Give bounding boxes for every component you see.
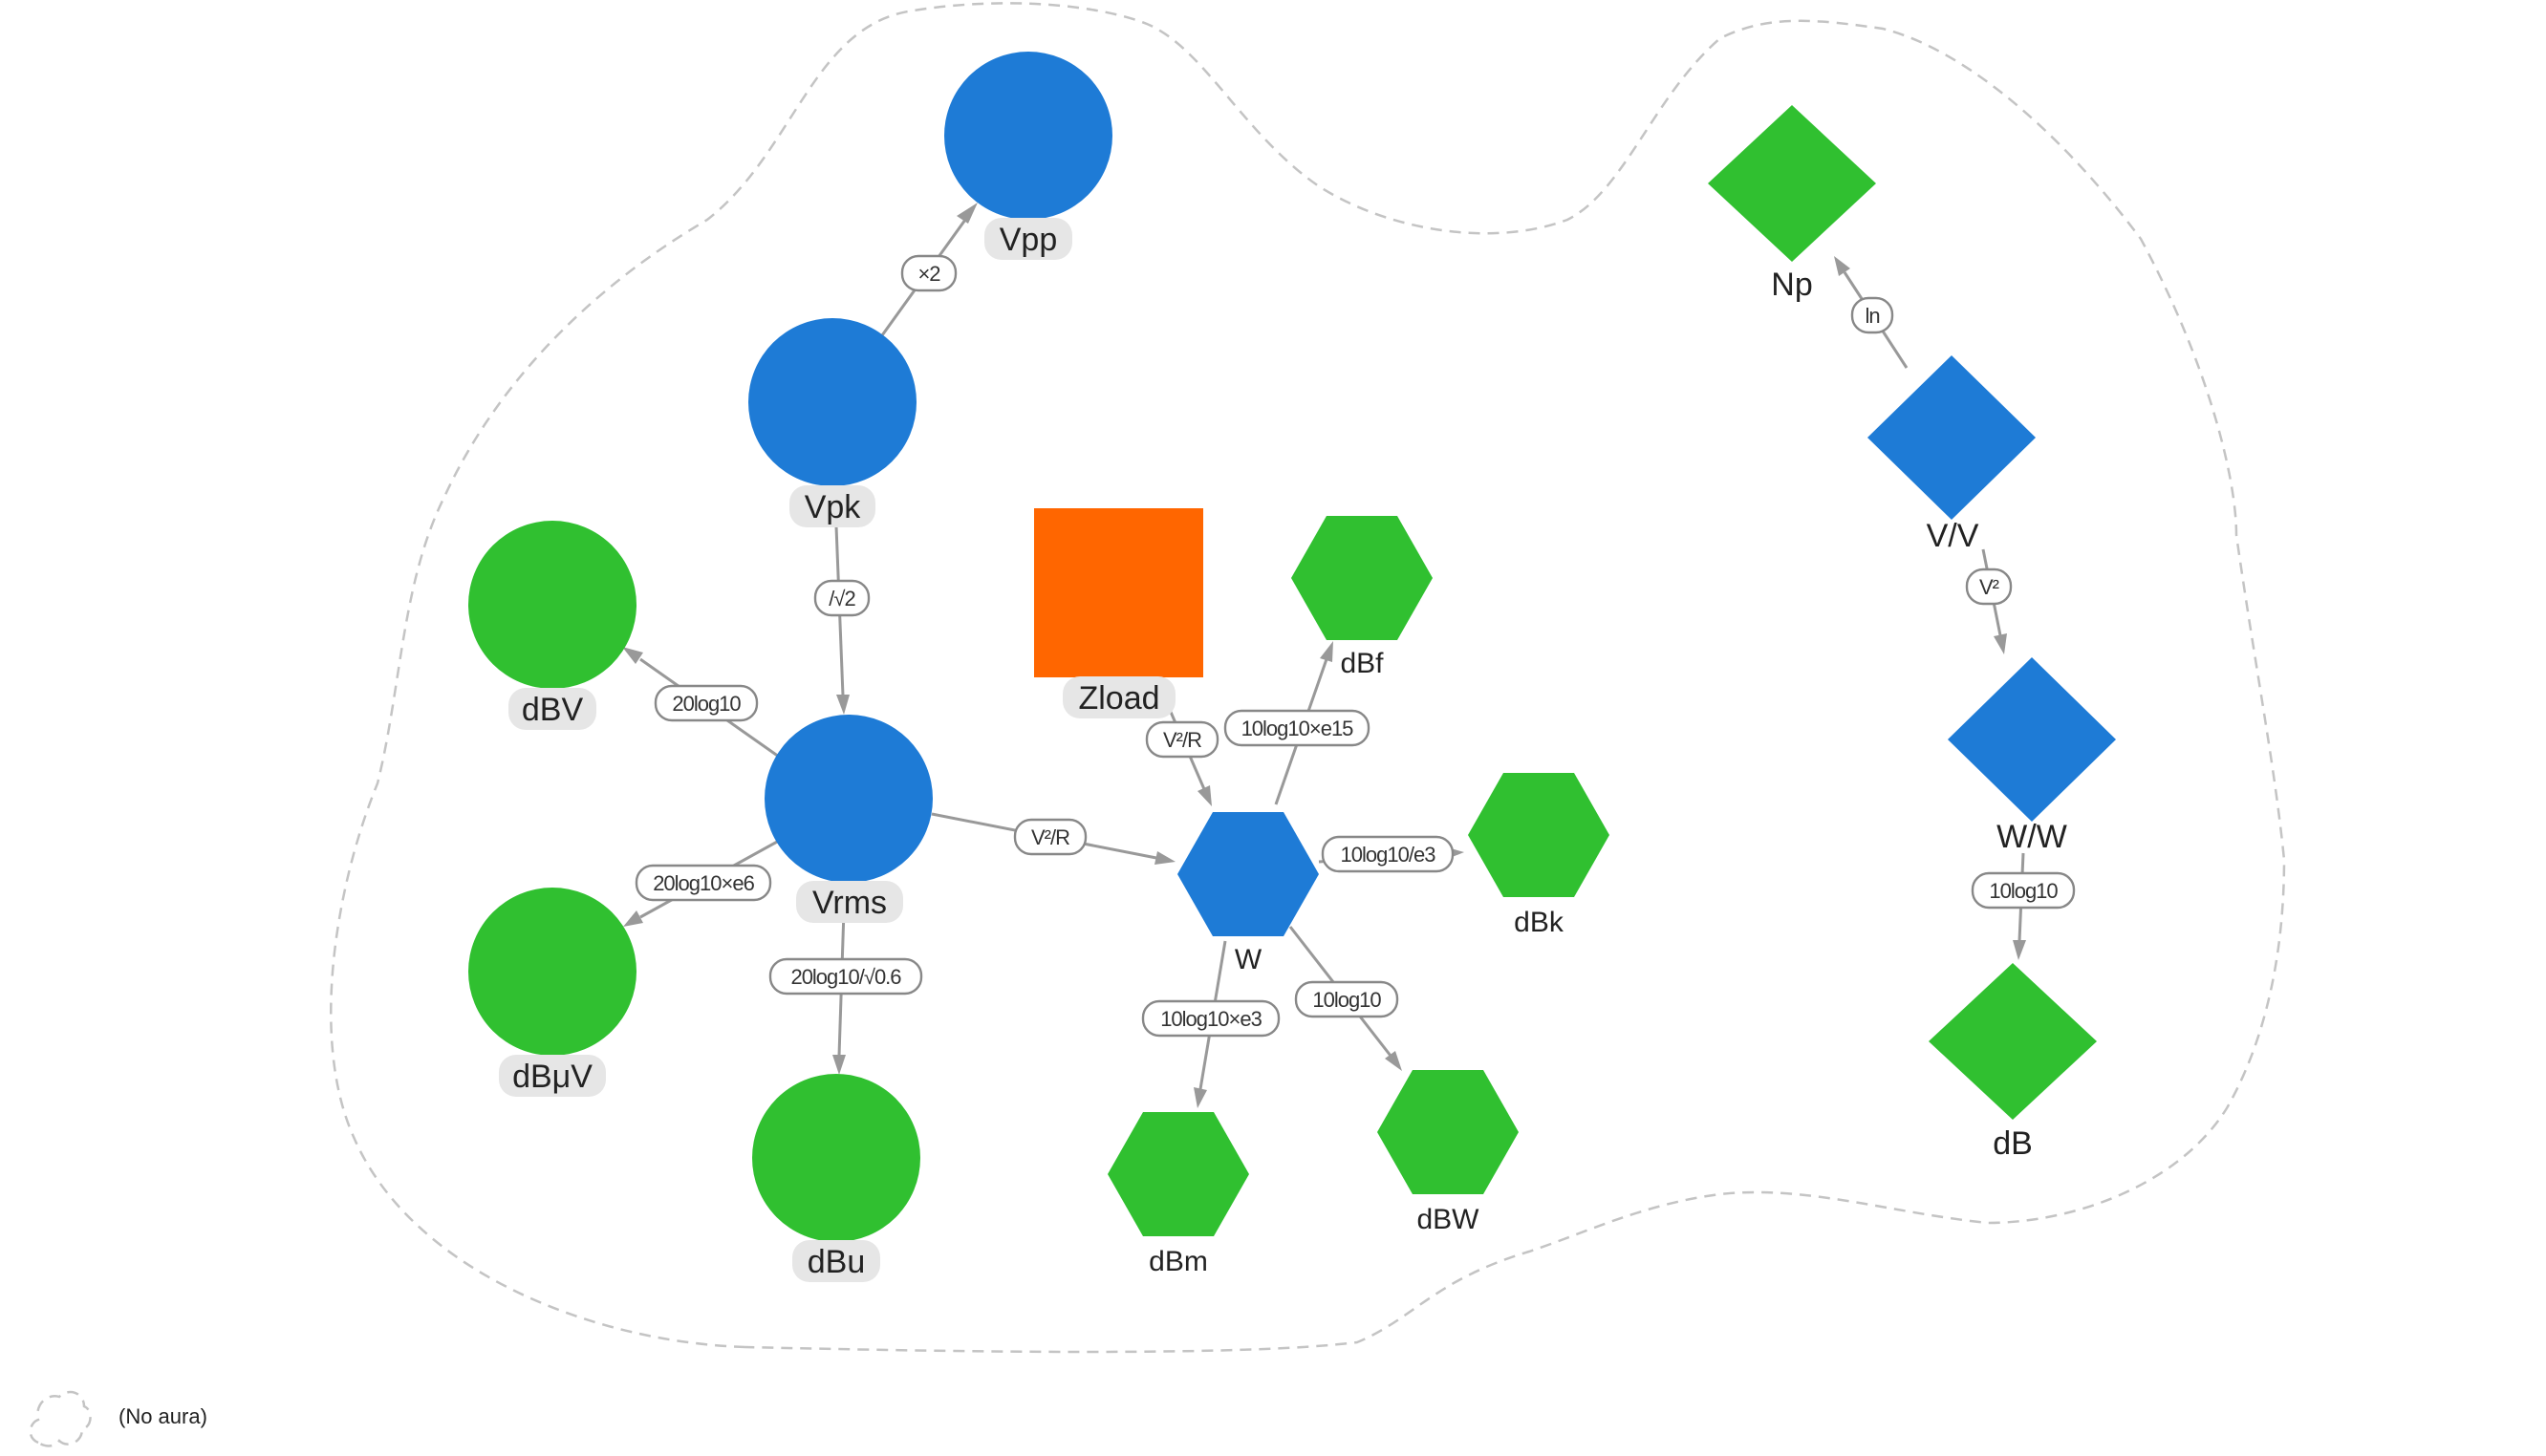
ww-diamond [1948, 657, 2116, 822]
dbm-label: dBm [1149, 1246, 1208, 1277]
edge-label-ww-db: 10log10 [1971, 871, 2076, 910]
edge-label-vpk-vpp: ×2 [900, 254, 958, 292]
np-label: Np [1771, 267, 1812, 303]
dbuv-circle [468, 888, 636, 1056]
aura-boundary [330, 2, 2286, 1354]
edge-label-w-dbw: 10log10 [1294, 980, 1399, 1018]
node-db[interactable]: dB [1929, 963, 2097, 1162]
svg-text:V²: V² [1979, 575, 1999, 599]
edge-label-vrms-dbu: 20log10/√0.6 [768, 957, 923, 996]
vrms-circle [765, 715, 933, 883]
dbu-label: dBu [808, 1244, 866, 1280]
dbv-circle [468, 521, 636, 689]
edge-label-vrms-dbuv: 20log10×e6 [635, 864, 772, 902]
edge-label-w-dbk: 10log10/e3 [1321, 835, 1455, 873]
dbu-circle [752, 1074, 920, 1242]
node-dbm[interactable]: dBm [1108, 1112, 1249, 1277]
vpp-circle [944, 52, 1112, 220]
node-vpp[interactable]: Vpp [944, 52, 1112, 260]
svg-text:20log10/√0.6: 20log10/√0.6 [790, 965, 901, 989]
svg-text:20log10×e6: 20log10×e6 [653, 871, 754, 895]
dbw-hexagon [1377, 1070, 1519, 1194]
edge-label-zload-w: V²/R [1145, 720, 1219, 759]
svg-text:10log10: 10log10 [1989, 879, 2058, 903]
dbv-label-bg [508, 688, 596, 730]
vpp-label: Vpp [1000, 222, 1058, 258]
svg-text:V²/R: V²/R [1163, 728, 1201, 752]
edge-label-vv-np: ln [1850, 296, 1894, 334]
node-zload[interactable]: Zload [1034, 508, 1203, 718]
vpk-label: Vpk [805, 489, 862, 525]
dbf-hexagon [1291, 516, 1433, 640]
svg-text:10log10/e3: 10log10/e3 [1341, 843, 1436, 867]
svg-text:10log10×e15: 10log10×e15 [1241, 717, 1354, 740]
edge-label-vrms-w: V²/R [1013, 818, 1088, 856]
node-dbk[interactable]: dBk [1468, 773, 1609, 938]
dbm-hexagon [1108, 1112, 1249, 1236]
svg-text:ln: ln [1865, 304, 1879, 328]
dbf-label: dBf [1340, 648, 1384, 679]
vv-label: V/V [1927, 518, 1979, 554]
svg-text:10log10: 10log10 [1312, 988, 1381, 1012]
legend-label: (No aura) [119, 1404, 207, 1428]
svg-text:20log10: 20log10 [672, 692, 741, 716]
node-dbw[interactable]: dBW [1377, 1070, 1519, 1235]
w-label: W [1235, 944, 1262, 975]
edge-labels: ×2 /√2 20log10 20log10×e6 20log10/√0.6 V… [635, 254, 2076, 1038]
legend: (No aura) [29, 1390, 207, 1447]
node-vpk[interactable]: Vpk [748, 318, 917, 527]
svg-text:×2: ×2 [917, 262, 940, 286]
edge-label-w-dbm: 10log10×e3 [1141, 999, 1281, 1038]
node-dbuv[interactable]: dBμV [468, 888, 636, 1097]
db-label: dB [1993, 1125, 2033, 1162]
vpp-label-bg [984, 218, 1072, 260]
edge-label-w-dbf: 10log10×e15 [1223, 709, 1370, 747]
vpk-circle [748, 318, 917, 486]
edge-label-vpk-vrms: /√2 [813, 579, 871, 617]
dbuv-label-bg [499, 1055, 606, 1097]
w-hexagon [1177, 812, 1319, 936]
node-ww[interactable]: W/W [1948, 657, 2116, 855]
node-dbv[interactable]: dBV [468, 521, 636, 730]
vrms-label: Vrms [812, 885, 887, 921]
node-dbf[interactable]: dBf [1291, 516, 1433, 679]
nodes: Vpp Vpk Vrms dBV dBμV dBu [468, 52, 2116, 1282]
node-np[interactable]: Np [1708, 105, 1876, 303]
vpk-label-bg [789, 485, 875, 527]
dbu-label-bg [792, 1240, 880, 1282]
edge-label-vrms-dbv: 20log10 [654, 684, 759, 722]
vrms-label-bg [796, 881, 903, 923]
node-vv[interactable]: V/V [1867, 355, 2036, 554]
zload-square [1034, 508, 1203, 677]
dbw-label: dBW [1416, 1204, 1479, 1235]
zload-label: Zload [1078, 680, 1159, 717]
edge-label-vv-ww: V² [1965, 567, 2013, 606]
vv-diamond [1867, 355, 2036, 520]
dbk-hexagon [1468, 773, 1609, 897]
ww-label: W/W [1996, 819, 2067, 855]
db-diamond [1929, 963, 2097, 1120]
svg-text:/√2: /√2 [829, 587, 855, 610]
node-dbu[interactable]: dBu [752, 1074, 920, 1282]
zload-label-bg [1063, 676, 1176, 718]
np-diamond [1708, 105, 1876, 262]
svg-text:10log10×e3: 10log10×e3 [1160, 1007, 1262, 1031]
node-vrms[interactable]: Vrms [765, 715, 933, 923]
dbuv-label: dBμV [512, 1059, 593, 1095]
node-w[interactable]: W [1177, 812, 1319, 975]
dashed-cloud-icon [29, 1390, 92, 1447]
svg-text:V²/R: V²/R [1031, 825, 1069, 849]
dbk-label: dBk [1514, 907, 1564, 938]
dbv-label: dBV [522, 692, 584, 728]
